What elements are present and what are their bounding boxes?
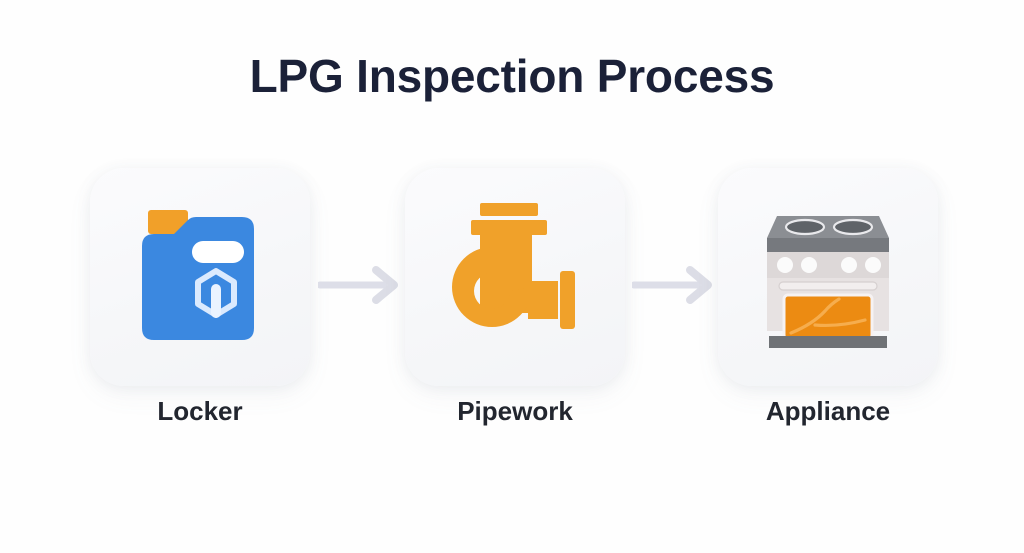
icon-container-locker [90,168,310,386]
arrow-right-icon [316,266,398,304]
process-step-pipework[interactable]: Pipework [405,168,625,438]
process-step-locker[interactable]: Locker [90,168,310,438]
arrow-pipework-to-appliance [630,264,724,306]
step-card-locker[interactable] [90,168,310,386]
icon-container-appliance [718,168,938,386]
step-card-pipework[interactable] [405,168,625,386]
arrow-locker-to-pipework [316,264,410,306]
page-title: LPG Inspection Process [249,50,775,102]
arrow-right-icon [630,266,712,304]
step-label-appliance: Appliance [765,396,891,426]
p-trap-pipe-icon [452,203,575,329]
process-flow: Locker [0,168,1024,438]
jerry-can-icon [142,210,254,340]
step-label-pipework: Pipework [457,396,573,426]
step-card-appliance[interactable] [718,168,938,386]
process-step-appliance[interactable]: Appliance [718,168,938,438]
oven-stove-icon [767,216,889,348]
icon-container-pipework [405,168,625,386]
step-label-locker: Locker [157,396,243,426]
